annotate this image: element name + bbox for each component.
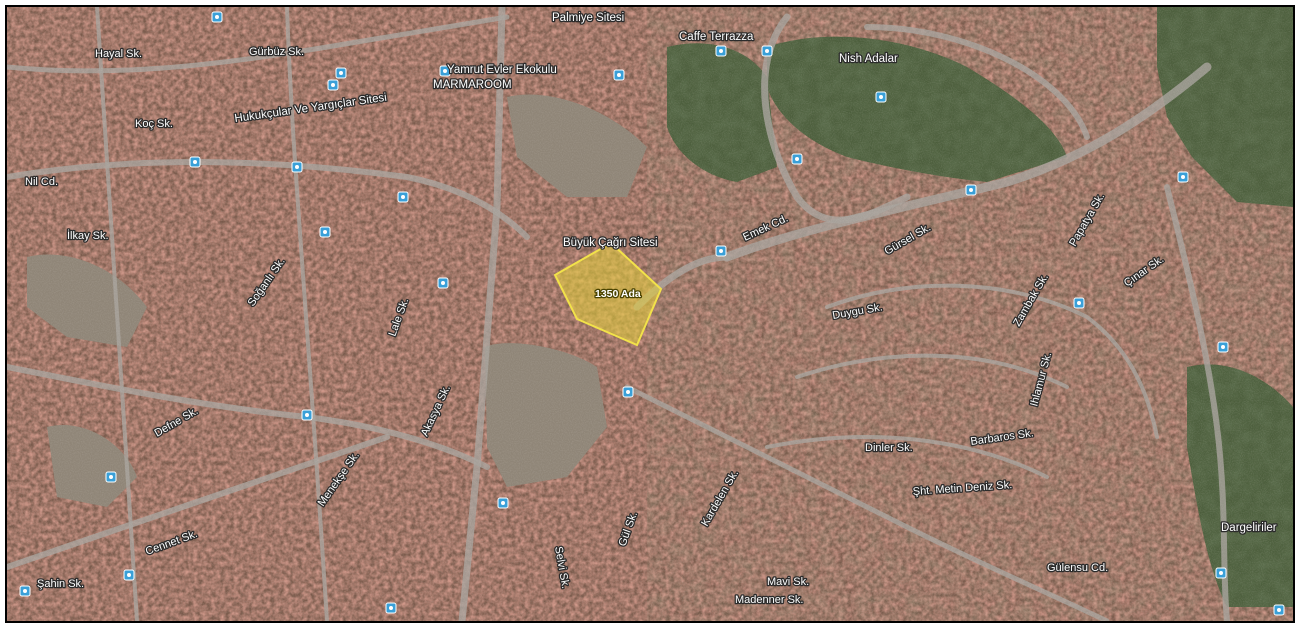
street-label: Madenner Sk. [735,594,803,606]
location-marker-icon[interactable] [105,471,117,483]
location-markers [19,11,1285,616]
poi-palmiye-sitesi[interactable]: Palmiye Sitesi [551,11,626,26]
location-marker-icon[interactable] [335,67,347,79]
location-marker-icon[interactable] [613,69,625,81]
location-marker-icon[interactable] [319,226,331,238]
location-marker-icon[interactable] [761,45,773,57]
satellite-map[interactable]: 1350 Ada Palmiye Sitesi Caffe Terrazza N… [7,7,1293,621]
street-label: Hayal Sk. [95,48,142,60]
location-marker-icon[interactable] [715,45,727,57]
location-marker-icon[interactable] [397,191,409,203]
location-marker-icon[interactable] [19,585,31,597]
street-label: Koç Sk. [135,118,173,130]
poi-caffe-terrazza[interactable]: Caffe Terrazza [678,30,756,45]
location-marker-icon[interactable] [385,602,397,614]
location-marker-icon[interactable] [1215,567,1227,579]
parcel-highlight[interactable] [553,241,663,347]
location-marker-icon[interactable] [439,65,451,77]
poi-buyuk-cagri-sitesi[interactable]: Büyük Çağrı Sitesi [562,236,659,251]
location-marker-icon[interactable] [189,156,201,168]
street-label: Şahin Sk. [37,578,84,590]
poi-nish-adalar[interactable]: Nish Adalar [838,52,900,67]
location-marker-icon[interactable] [1177,171,1189,183]
location-marker-icon[interactable] [497,497,509,509]
parcel-label: 1350 Ada [595,288,641,300]
map-frame: 1350 Ada Palmiye Sitesi Caffe Terrazza N… [5,5,1295,623]
street-label: Gülensu Cd. [1047,562,1108,574]
location-marker-icon[interactable] [715,245,727,257]
location-marker-icon[interactable] [791,153,803,165]
poi-yamrut-evler[interactable]: Yamrut Evler Ekokulu [446,63,558,78]
location-marker-icon[interactable] [123,569,135,581]
poi-marmaroom[interactable]: MARMAROOM [432,78,513,93]
location-marker-icon[interactable] [301,409,313,421]
poi-dargeliriler[interactable]: Dargeliriler [1220,521,1278,536]
location-marker-icon[interactable] [327,79,339,91]
location-marker-icon[interactable] [1273,604,1285,616]
location-marker-icon[interactable] [622,386,634,398]
street-label: Nil Cd. [25,176,58,188]
location-marker-icon[interactable] [291,161,303,173]
location-marker-icon[interactable] [437,277,449,289]
street-label: Dinler Sk. [865,442,913,454]
location-marker-icon[interactable] [965,184,977,196]
location-marker-icon[interactable] [211,11,223,23]
street-label: İlkay Sk. [67,229,109,242]
street-label: Gürbüz Sk. [249,46,304,58]
location-marker-icon[interactable] [1073,297,1085,309]
location-marker-icon[interactable] [1217,341,1229,353]
street-label: Mavi Sk. [767,576,809,588]
location-marker-icon[interactable] [875,91,887,103]
